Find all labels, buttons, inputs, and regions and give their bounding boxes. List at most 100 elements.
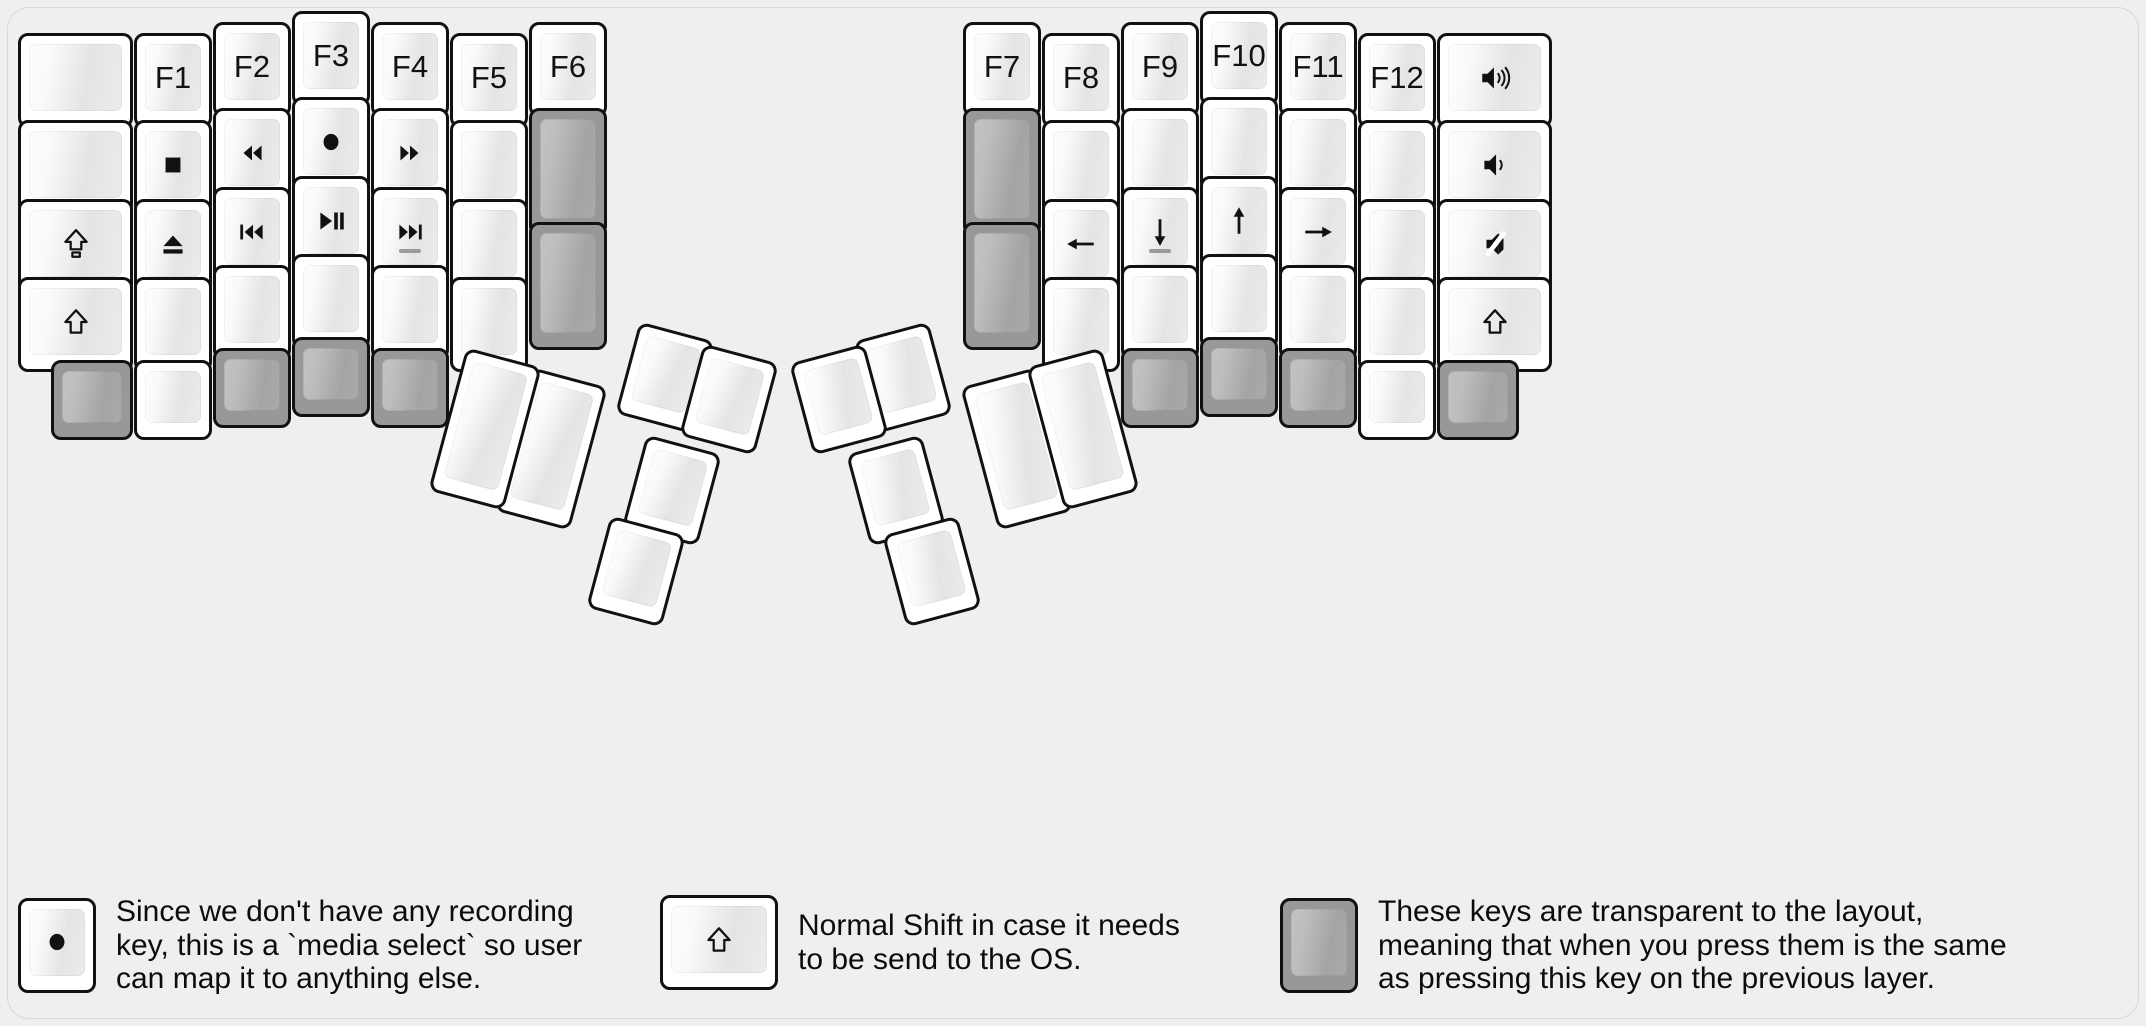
- caps-lock-icon: [59, 227, 93, 261]
- keycap-surface: [29, 44, 122, 111]
- keycap-surface: [29, 210, 122, 277]
- keycap-surface: [895, 528, 967, 609]
- keycap-surface: [461, 288, 517, 355]
- keycap-surface: [1369, 210, 1425, 277]
- key-l-c4-r5[interactable]: [292, 337, 370, 417]
- volume-mute-icon: [1478, 227, 1512, 261]
- keycap-surface: [62, 371, 122, 423]
- keycap-surface: [974, 119, 1030, 219]
- keycap-surface: [802, 356, 874, 437]
- key-l-c4-r4[interactable]: [292, 254, 370, 349]
- keycap-surface: [1448, 371, 1508, 423]
- keycap-surface: [303, 348, 359, 400]
- keycap-surface: [1211, 348, 1267, 400]
- key-r-c3-r4[interactable]: [1121, 265, 1199, 360]
- key-r-c4-r5[interactable]: [1200, 337, 1278, 417]
- keycap-surface: [1132, 119, 1188, 186]
- keycap-surface: [974, 233, 1030, 333]
- key-r-c1-r3[interactable]: [963, 222, 1041, 350]
- volume-down-icon: [1478, 148, 1512, 182]
- key-l-c3-r5[interactable]: [213, 348, 291, 428]
- keycap-surface: [1290, 33, 1346, 100]
- key-r-c5-r4[interactable]: [1279, 265, 1357, 360]
- keycap-surface: [461, 44, 517, 111]
- keycap-surface: [1053, 44, 1109, 111]
- keycap-surface: [461, 210, 517, 277]
- key-l-c5-r4[interactable]: [371, 265, 449, 360]
- volume-up-icon: [1478, 61, 1512, 95]
- key-r-c3-r5[interactable]: [1121, 348, 1199, 428]
- keycap-surface: [382, 33, 438, 100]
- key-l-c4-r1[interactable]: F3: [292, 11, 370, 106]
- keycap-surface: [601, 528, 673, 609]
- key-l-c5-r1[interactable]: F4: [371, 22, 449, 117]
- keycap-surface: [461, 131, 517, 198]
- key-r-c6-r5[interactable]: [1358, 360, 1436, 440]
- keycap-surface: [694, 356, 766, 437]
- keycap-surface: [145, 371, 201, 423]
- keycap-surface: [1290, 119, 1346, 186]
- key-r-c3-r1[interactable]: F9: [1121, 22, 1199, 117]
- key-l-c7-r1[interactable]: F6: [529, 22, 607, 117]
- keycap-surface: [1211, 22, 1267, 89]
- keycap-surface: [303, 265, 359, 332]
- key-l-c7-r2[interactable]: [529, 108, 607, 236]
- keycap-surface: [1132, 276, 1188, 343]
- keycap-surface: [224, 359, 280, 411]
- key-l-c3-r1[interactable]: F2: [213, 22, 291, 117]
- keycap-surface: [1211, 265, 1267, 332]
- key-r-c7-r1[interactable]: [1437, 33, 1552, 128]
- key-r-c5-r5[interactable]: [1279, 348, 1357, 428]
- key-l-c6-r1[interactable]: F5: [450, 33, 528, 128]
- legend-record-key: [18, 897, 96, 993]
- arrow-right-icon: [1301, 215, 1335, 249]
- key-r-c4-r1[interactable]: F10: [1200, 11, 1278, 106]
- keycap-surface: [145, 288, 201, 355]
- keycap-surface: [540, 233, 596, 333]
- key-l-c2-r1[interactable]: F1: [134, 33, 212, 128]
- key-l-c1-r5[interactable]: [51, 360, 133, 440]
- key-r-c6-r4[interactable]: [1358, 277, 1436, 372]
- homing-bar: [1149, 249, 1171, 253]
- key-l-c1-r4[interactable]: [18, 277, 133, 372]
- shift-icon: [59, 305, 93, 339]
- keycap-surface: [637, 447, 709, 528]
- keycap-surface: [1053, 131, 1109, 198]
- next-track-icon: [393, 215, 427, 249]
- key-l-c2-r4[interactable]: [134, 277, 212, 372]
- key-r-c7-r4[interactable]: [1437, 277, 1552, 372]
- keycap-surface: [29, 288, 122, 355]
- key-r-c2-r1[interactable]: F8: [1042, 33, 1120, 128]
- keycap-surface: [1291, 908, 1347, 976]
- keycap-surface: [1369, 44, 1425, 111]
- arrow-left-icon: [1064, 227, 1098, 261]
- legend-transparent-text: These keys are transparent to the layout…: [1378, 895, 2007, 996]
- arrow-up-icon: [1222, 204, 1256, 238]
- homing-bar: [399, 249, 421, 253]
- legend-transparent-key: [1280, 897, 1358, 993]
- keycap-surface: [1053, 288, 1109, 355]
- key-l-c5-r5[interactable]: [371, 348, 449, 428]
- key-l-c1-r1[interactable]: [18, 33, 133, 128]
- legend-record: Since we don't have any recording key, t…: [18, 895, 582, 996]
- key-r-c5-r1[interactable]: F11: [1279, 22, 1357, 117]
- keycap-surface: [29, 131, 122, 198]
- key-r-c1-r2[interactable]: [963, 108, 1041, 236]
- legend-transparent: These keys are transparent to the layout…: [1280, 895, 2007, 996]
- key-r-c6-r1[interactable]: F12: [1358, 33, 1436, 128]
- shift-icon: [663, 898, 775, 981]
- key-l-c3-r4[interactable]: [213, 265, 291, 360]
- fast-forward-icon: [393, 136, 427, 170]
- key-l-c2-r5[interactable]: [134, 360, 212, 440]
- keycap-surface: [1369, 371, 1425, 423]
- key-r-c4-r4[interactable]: [1200, 254, 1278, 349]
- key-l-c7-r3[interactable]: [529, 222, 607, 350]
- prev-track-icon: [235, 215, 269, 249]
- keycap-surface: [540, 33, 596, 100]
- keycap-surface: [1132, 359, 1188, 411]
- keycap-surface: [224, 276, 280, 343]
- key-r-c7-r5[interactable]: [1437, 360, 1519, 440]
- key-r-c1-r1[interactable]: F7: [963, 22, 1041, 117]
- keycap-surface: [382, 276, 438, 343]
- arrow-down-icon: [1143, 215, 1177, 249]
